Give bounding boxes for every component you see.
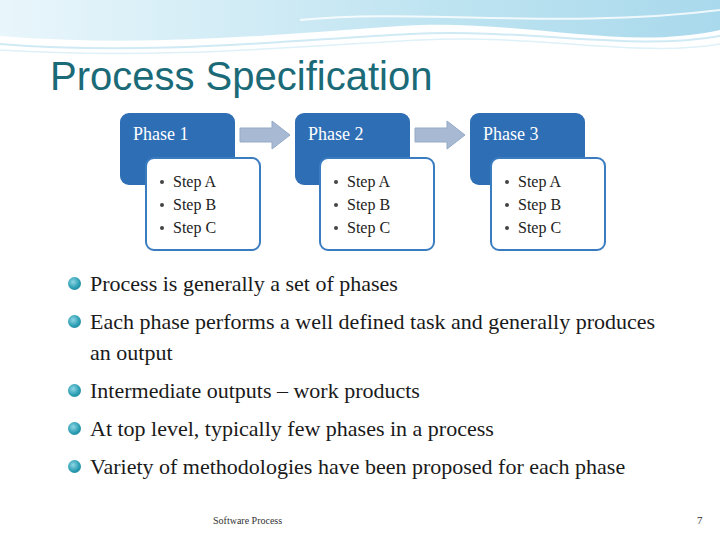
bullet-text: Variety of methodologies have been propo…	[90, 451, 665, 482]
phase-label: Phase 3	[483, 123, 571, 145]
step-item: Step B	[504, 193, 590, 216]
page-number: 7	[697, 514, 703, 526]
block-arrow	[415, 121, 465, 149]
swoosh-band	[0, 0, 720, 41]
swoosh-line	[0, 39, 720, 53]
steps-box: Step AStep BStep C	[145, 157, 261, 251]
step-item: Step A	[333, 170, 419, 193]
phase-label: Phase 1	[133, 123, 221, 145]
phase-label: Phase 2	[308, 123, 396, 145]
steps-box: Step AStep BStep C	[319, 157, 435, 251]
step-item: Step C	[504, 216, 590, 239]
swoosh-line	[300, 10, 720, 20]
bullet-list: Process is generally a set of phasesEach…	[90, 268, 665, 489]
footer-text: Software Process	[213, 515, 282, 526]
step-item: Step A	[159, 170, 245, 193]
slide-title: Process Specification	[50, 54, 432, 99]
bullet-text: Process is generally a set of phases	[90, 268, 665, 299]
block-arrow	[240, 121, 290, 149]
step-item: Step B	[333, 193, 419, 216]
steps-box: Step AStep BStep C	[490, 157, 606, 251]
bullet-text: Each phase performs a well defined task …	[90, 306, 665, 368]
step-item: Step B	[159, 193, 245, 216]
step-item: Step C	[333, 216, 419, 239]
bullet-text: At top level, typically few phases in a …	[90, 413, 665, 444]
step-item: Step A	[504, 170, 590, 193]
bullet-text: Intermediate outputs – work products	[90, 375, 665, 406]
step-item: Step C	[159, 216, 245, 239]
